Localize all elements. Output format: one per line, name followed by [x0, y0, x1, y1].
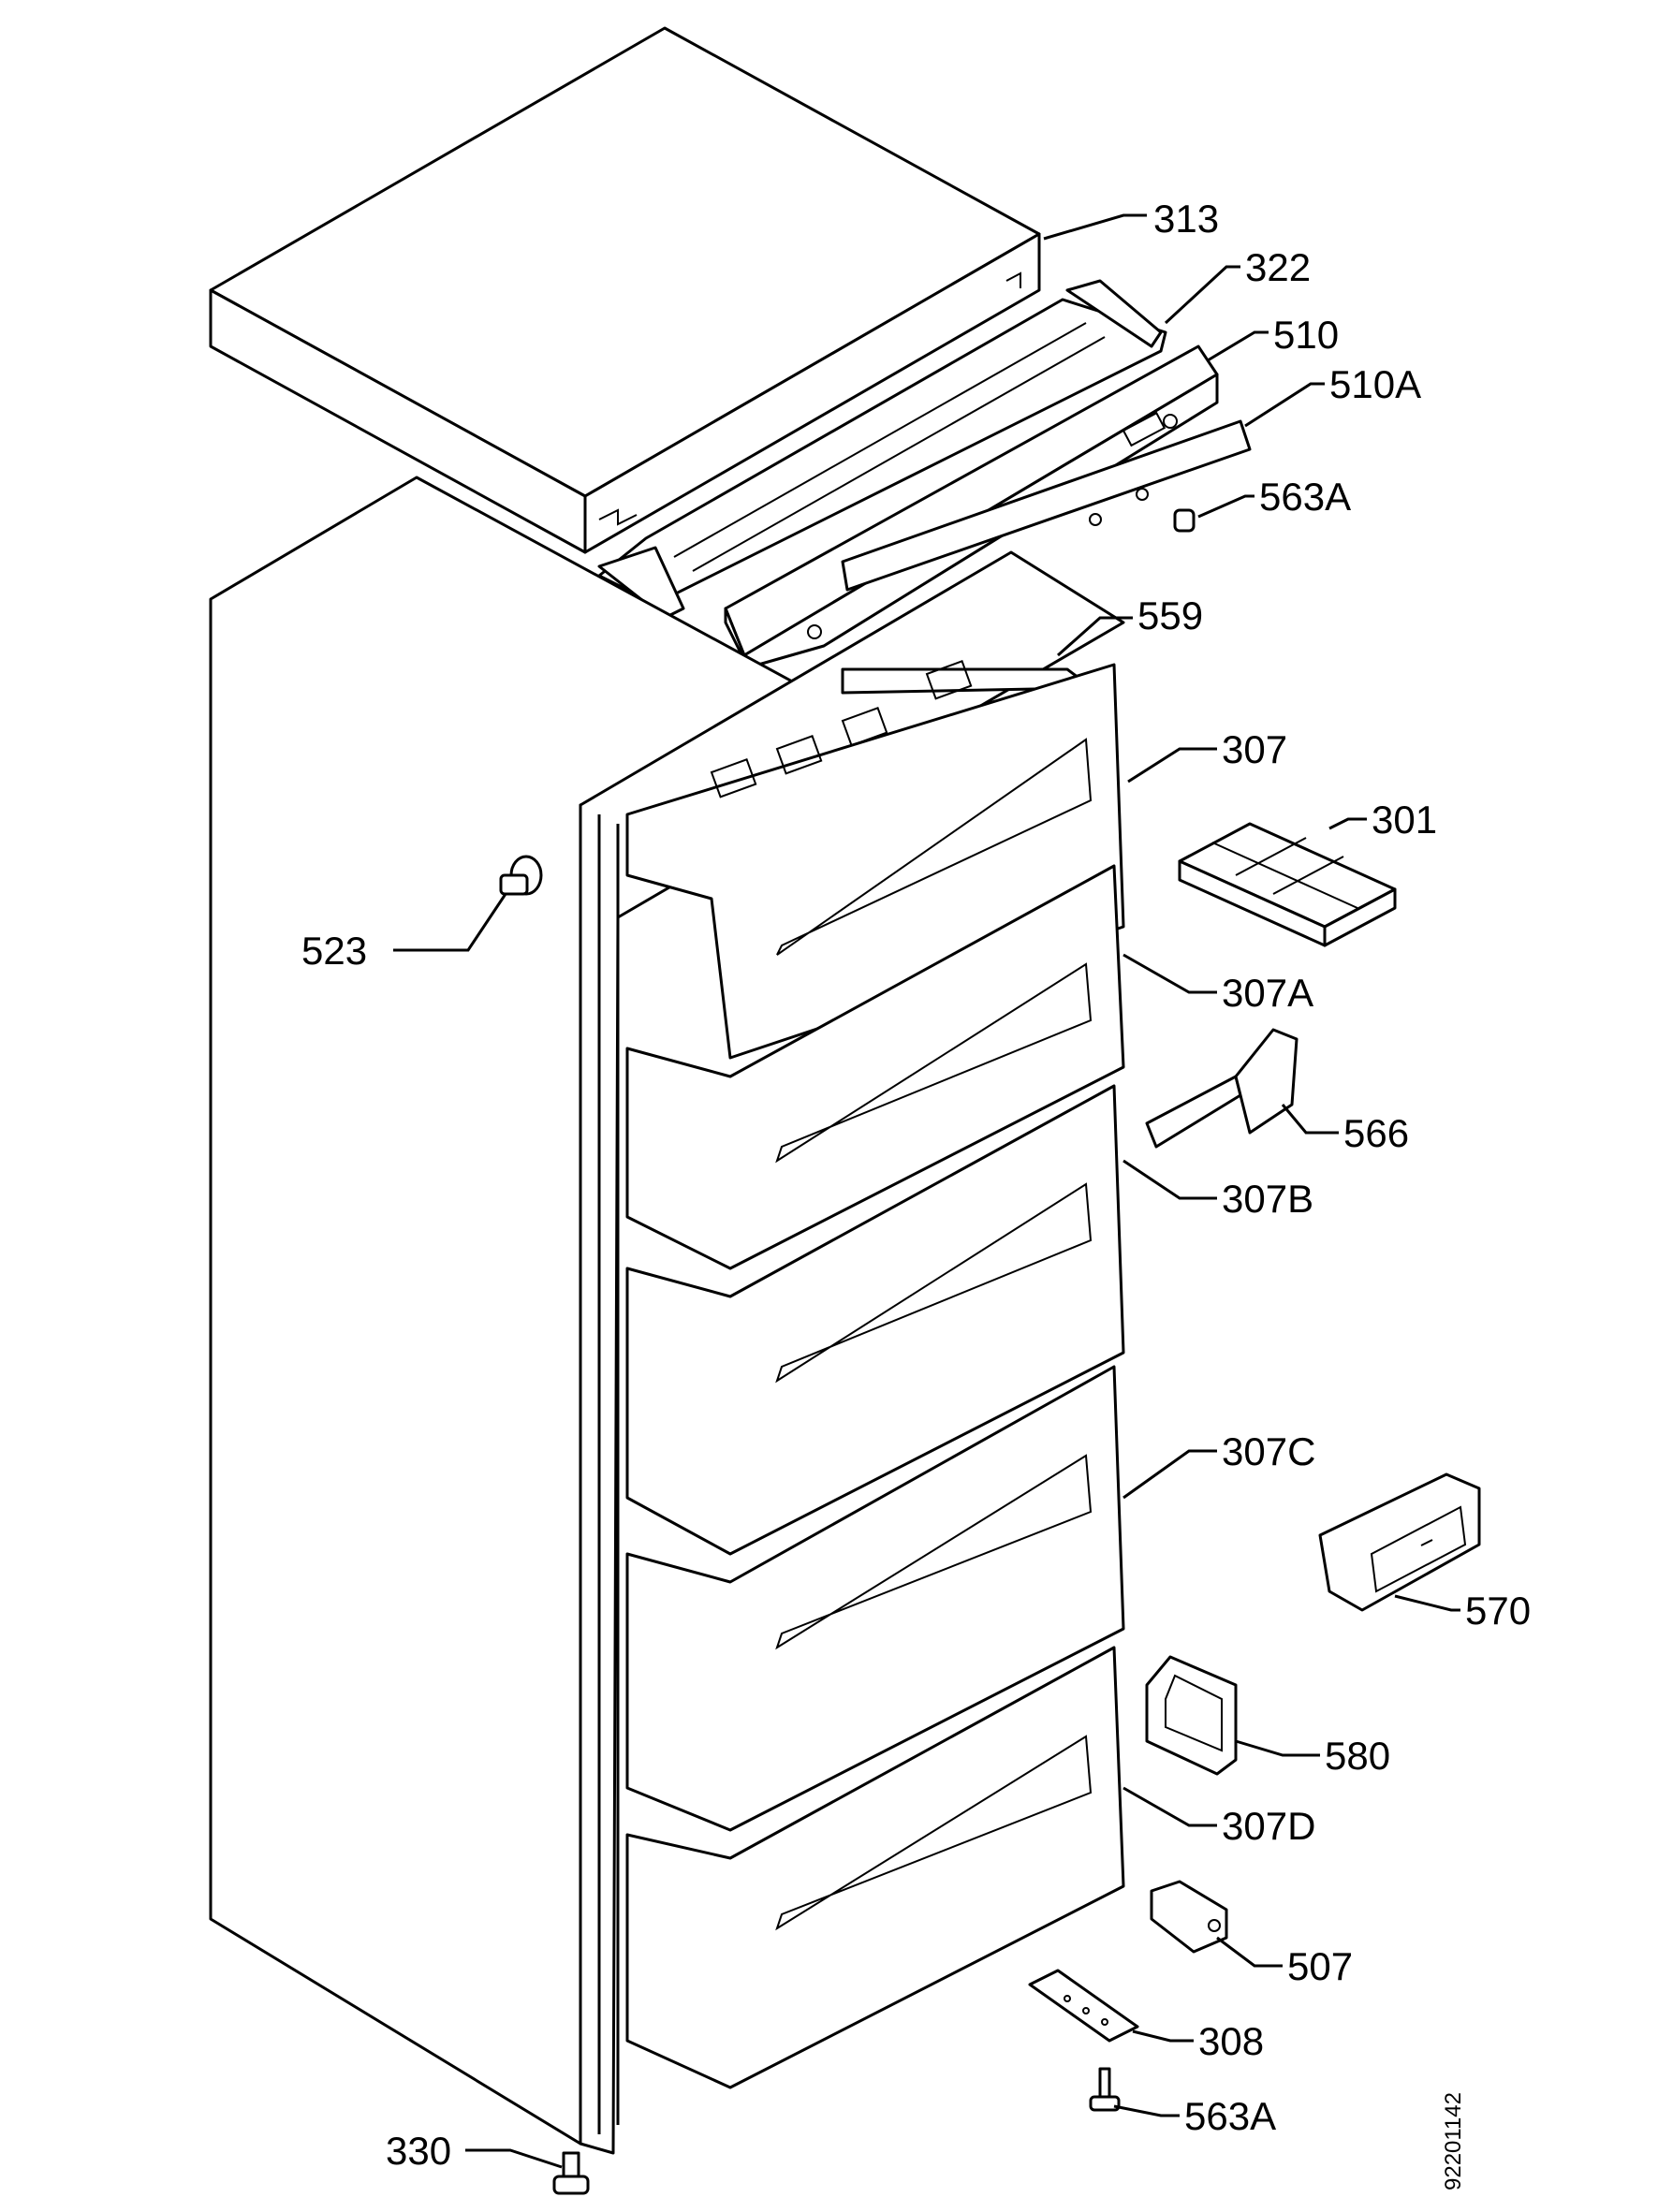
- ice-tray-part: [1178, 822, 1397, 947]
- label-559: 559: [1137, 593, 1203, 637]
- label-563a-bottom: 563A: [1184, 2094, 1276, 2138]
- frame-part: [1145, 1655, 1238, 1776]
- leader-lines: [393, 213, 1460, 2169]
- top-rail-part: [597, 279, 1167, 620]
- label-308: 308: [1198, 2019, 1264, 2063]
- panel-strip-part: [841, 419, 1252, 592]
- drawer-4: [625, 1365, 1125, 1832]
- label-510: 510: [1273, 313, 1339, 357]
- label-510a: 510A: [1329, 362, 1421, 406]
- label-313: 313: [1153, 197, 1219, 241]
- drawer-2: [625, 864, 1125, 1270]
- label-307c: 307C: [1222, 1429, 1315, 1473]
- label-330: 330: [386, 2129, 451, 2173]
- container-part: [1318, 1472, 1481, 1612]
- side-knob-part: [499, 855, 543, 896]
- drawer-5: [625, 1646, 1125, 2089]
- drawer-stack: [625, 660, 1125, 2089]
- label-307a: 307A: [1222, 971, 1313, 1015]
- hinge-part: [1150, 1880, 1228, 1954]
- drawing-number: 92201142: [1441, 2092, 1466, 2190]
- ice-scraper-part: [1145, 1028, 1299, 1149]
- label-307: 307: [1222, 727, 1287, 771]
- label-301: 301: [1372, 798, 1437, 842]
- label-307d: 307D: [1222, 1804, 1315, 1848]
- screw-part-bottom: [1089, 2067, 1121, 2112]
- part-labels: 313 322 510 510A 563A 559 307 301 523 30…: [301, 197, 1531, 2190]
- drawer-3: [625, 1084, 1125, 1556]
- label-563a-top: 563A: [1259, 475, 1351, 519]
- top-cover-part: [209, 26, 1041, 554]
- label-322: 322: [1245, 245, 1311, 289]
- label-523: 523: [301, 929, 367, 973]
- label-566: 566: [1343, 1111, 1409, 1155]
- label-580: 580: [1325, 1734, 1390, 1778]
- label-307b: 307B: [1222, 1177, 1313, 1221]
- bracket-plate-part: [1028, 1969, 1139, 2043]
- foot-screw-part: [552, 2151, 590, 2195]
- label-507: 507: [1287, 1944, 1353, 1988]
- screw-part-top: [1173, 508, 1196, 533]
- label-570: 570: [1465, 1589, 1531, 1633]
